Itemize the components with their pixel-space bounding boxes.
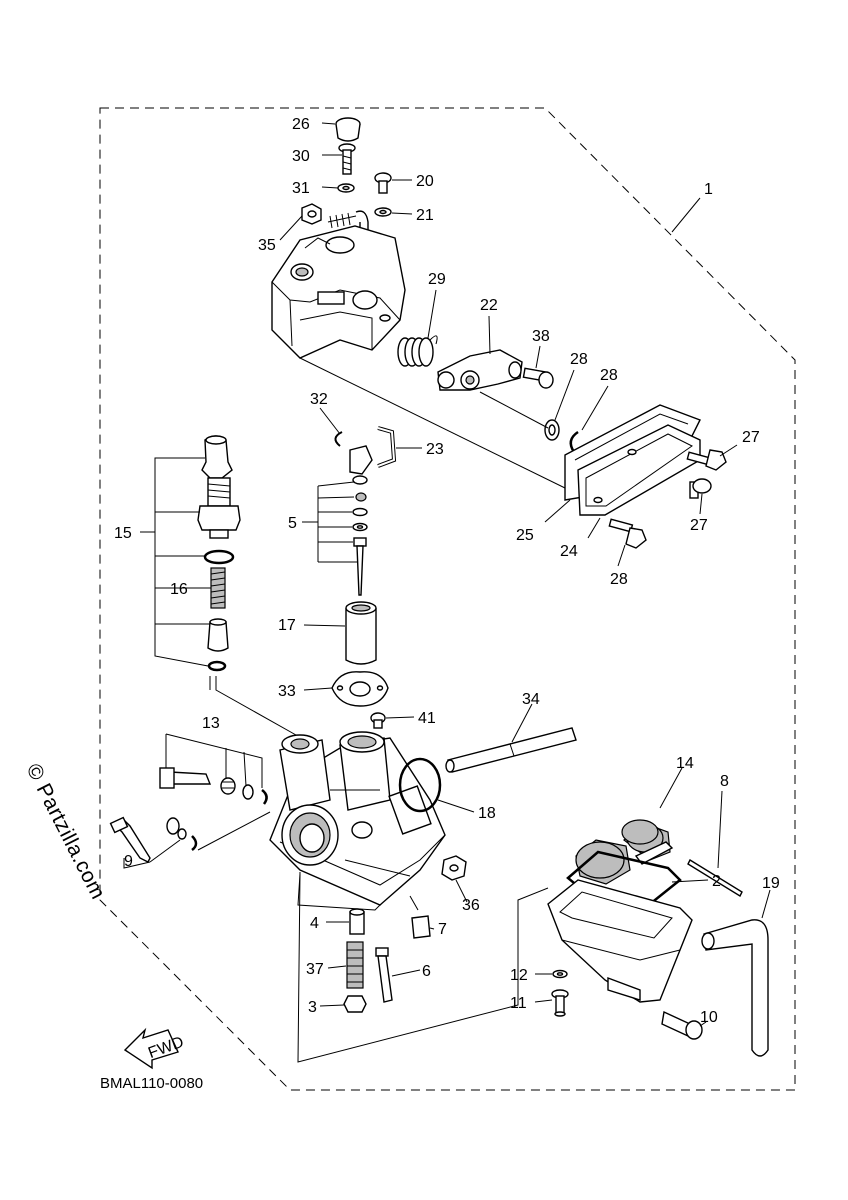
- assembly-boundary: [99, 107, 796, 1091]
- callout-27: 27: [690, 517, 708, 534]
- part-33-washer[interactable]: [337, 183, 355, 193]
- top-cover-housing[interactable]: [271, 225, 406, 359]
- part-31-spring[interactable]: [397, 335, 438, 367]
- callout-13: 13: [202, 715, 220, 732]
- callout-3: 3: [308, 999, 317, 1016]
- callout-11: 11: [510, 995, 527, 1012]
- callout-33: 31: [292, 180, 310, 197]
- guide-lever-to-washer: [479, 391, 549, 429]
- part-16-spring[interactable]: [210, 567, 226, 609]
- part-38-main-jet-tube[interactable]: [346, 941, 364, 989]
- part-30-washer[interactable]: [544, 419, 560, 441]
- part-15-plunger[interactable]: [207, 618, 229, 652]
- part-32-screw[interactable]: [338, 143, 356, 175]
- callout-10: 10: [700, 1009, 718, 1026]
- callout-9: 9: [124, 853, 133, 870]
- callout-28-bottom: 28: [610, 571, 628, 588]
- part-34-clip[interactable]: [334, 431, 343, 447]
- part-24-cover-plate[interactable]: [577, 424, 701, 516]
- callout-39: 36: [462, 897, 480, 914]
- part-40-pin[interactable]: [522, 367, 554, 389]
- callout-5: 5: [288, 515, 297, 532]
- part-27-screw[interactable]: [689, 478, 712, 499]
- callout-36: 34: [522, 691, 540, 708]
- diagram-code: BMAL110-0080: [100, 1075, 204, 1092]
- part-37-nut[interactable]: [301, 203, 322, 225]
- part-13-pilot-screw-set[interactable]: [159, 733, 268, 805]
- callout-20: 20: [416, 173, 434, 190]
- part-15-oring-lower[interactable]: [207, 660, 227, 672]
- part-28-screw-upper[interactable]: [686, 449, 727, 471]
- part-39-nut[interactable]: [441, 855, 467, 881]
- part-14-float[interactable]: [575, 819, 674, 885]
- callout-22: 22: [480, 297, 498, 314]
- part-4-jet-holder[interactable]: [349, 908, 365, 935]
- callout-40: 38: [532, 328, 550, 345]
- part-21-washer[interactable]: [374, 207, 392, 217]
- callout-24: 24: [560, 543, 578, 560]
- callout-16: 16: [170, 581, 188, 598]
- callout-8: 8: [720, 773, 729, 790]
- part-11-screw[interactable]: [551, 989, 569, 1017]
- part-29-circlip[interactable]: [569, 430, 579, 453]
- callout-17: 17: [278, 617, 296, 634]
- part-19-drain-hose[interactable]: [701, 919, 769, 1057]
- part-8-float-pin[interactable]: [687, 859, 743, 897]
- callout-12: 12: [510, 967, 528, 984]
- callout-4: 4: [310, 915, 319, 932]
- callout-1: 1: [704, 181, 713, 198]
- callout-25: 25: [516, 527, 534, 544]
- part-7-float-pin-holder[interactable]: [409, 895, 431, 939]
- callout-30: 28: [570, 351, 588, 368]
- part-41-plug[interactable]: [370, 712, 386, 729]
- part-28-screw-lower[interactable]: [608, 518, 647, 549]
- callout-18: 18: [478, 805, 496, 822]
- callout-19: 19: [762, 875, 780, 892]
- callout-34: 32: [310, 391, 328, 408]
- part-18-oring[interactable]: [398, 757, 442, 813]
- callout-28-top: 27: [742, 429, 760, 446]
- callout-41: 41: [418, 710, 436, 727]
- callout-21: 21: [416, 207, 434, 224]
- part-20-screw[interactable]: [374, 172, 392, 194]
- callout-23: 23: [426, 441, 444, 458]
- callout-29: 28: [600, 367, 618, 384]
- callout-14: 14: [676, 755, 694, 772]
- part-36-tube[interactable]: [445, 727, 577, 773]
- part-12-washer[interactable]: [552, 969, 568, 979]
- part-35-gasket[interactable]: [331, 671, 389, 707]
- callout-6: 6: [422, 963, 431, 980]
- leader-lines: [140, 122, 771, 1027]
- part-17-throttle-valve[interactable]: [345, 601, 377, 665]
- callout-38: 37: [306, 961, 324, 978]
- part-3-main-jet[interactable]: [343, 995, 367, 1013]
- guide-lower-frame: [297, 871, 549, 1063]
- callout-32: 30: [292, 148, 310, 165]
- callout-37: 35: [258, 237, 276, 254]
- callout-2: 2: [712, 873, 721, 890]
- part-26-cap[interactable]: [335, 117, 361, 142]
- float-bowl[interactable]: [547, 879, 693, 1003]
- guide-cover-to-plate: [299, 357, 566, 489]
- part-23-link-rod[interactable]: [377, 426, 397, 468]
- part-5-needle-set[interactable]: [349, 445, 373, 596]
- callout-15: 15: [114, 525, 132, 542]
- callout-labels: 26 30 31 20 21 35 1 29 22 38 28 28 32 23…: [114, 116, 780, 1026]
- fwd-arrow-icon: FWD: [123, 1027, 186, 1070]
- callout-26: 26: [292, 116, 310, 133]
- callout-31: 29: [428, 271, 446, 288]
- callout-7: 7: [438, 921, 447, 938]
- bracket-15-16: [154, 457, 211, 667]
- part-10-drain-screw[interactable]: [661, 1010, 703, 1040]
- part-9-air-screw-set[interactable]: [109, 811, 271, 869]
- callout-35: 33: [278, 683, 296, 700]
- part-15-cable-adjuster[interactable]: [197, 435, 241, 565]
- part-22-throttle-lever[interactable]: [437, 349, 523, 391]
- part-6-pilot-jet[interactable]: [375, 947, 393, 1003]
